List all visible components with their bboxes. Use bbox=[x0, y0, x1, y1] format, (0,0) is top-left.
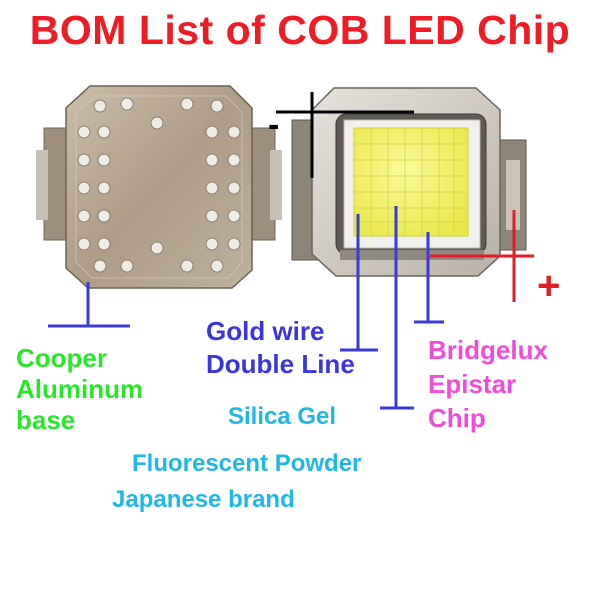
label-fluorescent-powder: Fluorescent Powder bbox=[132, 450, 362, 477]
label-base-line-3: base bbox=[16, 405, 76, 436]
label-base: Cooper Aluminum base bbox=[16, 343, 143, 437]
minus-sign-icon: - bbox=[268, 106, 280, 144]
label-base-line-2: Aluminum bbox=[16, 374, 144, 405]
diagram-title: BOM List of COB LED Chip bbox=[29, 7, 571, 53]
label-gold-wire-line-1: Gold wire bbox=[206, 316, 325, 346]
label-japanese-brand: Japanese brand bbox=[112, 486, 295, 513]
led-front-photo bbox=[276, 87, 534, 410]
label-chip: Bridgelux Epistar Chip bbox=[428, 333, 548, 435]
label-gold-wire: Gold wire Double Line bbox=[206, 315, 355, 382]
label-chip-line-3: Chip bbox=[428, 403, 486, 434]
label-chip-line-1: Bridgelux bbox=[428, 335, 548, 365]
label-gold-wire-line-2: Double Line bbox=[206, 349, 355, 380]
label-base-line-1: Cooper bbox=[16, 343, 107, 373]
plus-sign-icon: + bbox=[537, 264, 561, 308]
led-back-photo bbox=[36, 85, 282, 328]
label-chip-line-2: Epistar bbox=[428, 369, 517, 400]
label-silica-gel: Silica Gel bbox=[228, 403, 337, 430]
